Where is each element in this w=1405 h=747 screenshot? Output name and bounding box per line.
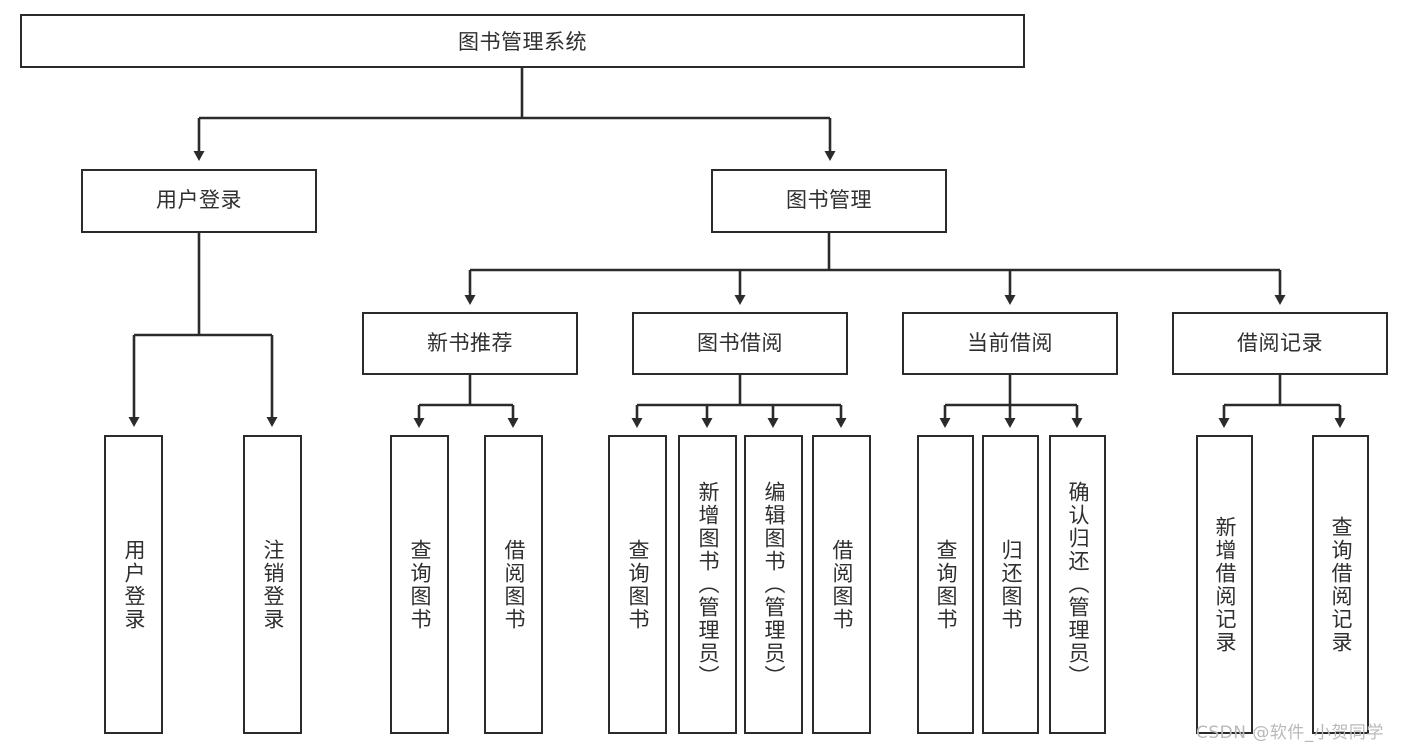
node-new-book-recommend[interactable]: 新书推荐 (362, 312, 578, 375)
node-leaf-add-book-admin[interactable]: 新增图书（管理员） (678, 435, 737, 734)
node-leaf-user-login[interactable]: 用户登录 (104, 435, 163, 734)
node-leaf-borrow-book-1[interactable]: 借阅图书 (484, 435, 543, 734)
node-leaf-query-book-2[interactable]: 查询图书 (608, 435, 667, 734)
node-borrow-record[interactable]: 借阅记录 (1172, 312, 1388, 375)
node-leaf-add-borrow-record[interactable]: 新增借阅记录 (1196, 435, 1253, 734)
node-leaf-logout[interactable]: 注销登录 (243, 435, 302, 734)
node-leaf-confirm-return-admin[interactable]: 确认归还（管理员） (1049, 435, 1106, 734)
node-current-borrow[interactable]: 当前借阅 (902, 312, 1118, 375)
node-book-manage[interactable]: 图书管理 (711, 169, 947, 233)
node-leaf-edit-book-admin[interactable]: 编辑图书（管理员） (744, 435, 803, 734)
node-user-login[interactable]: 用户登录 (81, 169, 317, 233)
node-leaf-borrow-book-2[interactable]: 借阅图书 (812, 435, 871, 734)
node-root-system[interactable]: 图书管理系统 (20, 14, 1025, 68)
csdn-watermark: CSDN @软件_小贺同学 (1196, 723, 1384, 743)
node-book-borrow[interactable]: 图书借阅 (632, 312, 848, 375)
node-leaf-query-book-3[interactable]: 查询图书 (917, 435, 974, 734)
node-leaf-return-book[interactable]: 归还图书 (982, 435, 1039, 734)
node-leaf-query-book-1[interactable]: 查询图书 (390, 435, 449, 734)
node-leaf-query-borrow-record[interactable]: 查询借阅记录 (1312, 435, 1369, 734)
